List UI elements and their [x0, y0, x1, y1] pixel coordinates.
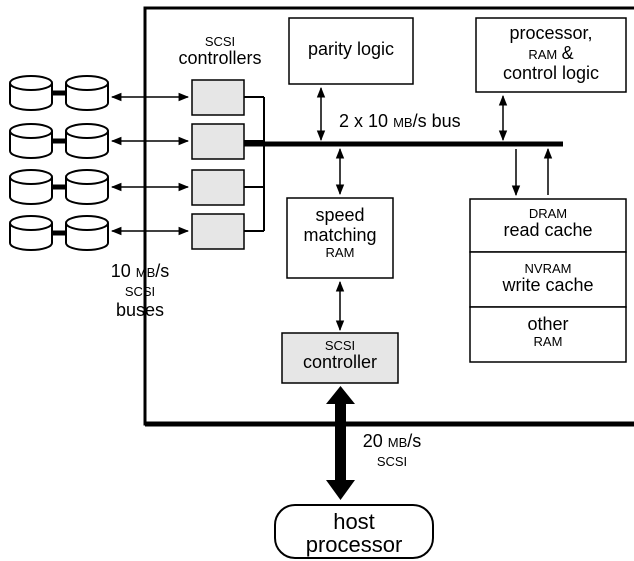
host-processor-label-line2: processor [305, 532, 403, 558]
other-ram-label-line1: other [527, 314, 569, 334]
host-processor-box [274, 504, 434, 559]
processor-label-ram: RAM [528, 46, 558, 62]
controller-bus-links [244, 96, 265, 232]
other-ram-box [469, 306, 627, 363]
scsi-bus-arrows [110, 92, 190, 236]
processor-box [475, 17, 627, 93]
nvram-label: NVRAM write cache [470, 261, 626, 296]
scsi-controllers-label-line2: controllers [178, 48, 262, 69]
host-scsi-controller-label-line1: SCSI [324, 338, 356, 353]
scsi-controller-boxes [191, 79, 245, 250]
scsi-controller-3 [191, 169, 245, 206]
dram-label-line1: DRAM [528, 206, 568, 221]
scsi-controller-2 [191, 123, 245, 160]
nvram-label-line1: NVRAM [524, 261, 572, 276]
processor-label-line1: processor, [509, 23, 593, 43]
scsi-controllers-label: SCSI controllers [170, 34, 270, 69]
host-link-label-line1: 20 MB/s [356, 431, 428, 452]
host-link-label-line2: SCSI [376, 453, 408, 469]
other-ram-label: other RAM [470, 314, 626, 349]
scsi-buses-unit: /s [155, 261, 170, 281]
parity-logic-box [288, 17, 414, 85]
bus-label-unit: /s bus [412, 111, 461, 131]
host-scsi-controller-label-line2: controller [302, 352, 378, 373]
host-link-label: 20 MB/s SCSI [356, 431, 428, 469]
scsi-buses-speed: 10 [110, 261, 131, 281]
scsi-buses-label: 10 MB/s SCSI buses [100, 261, 180, 321]
dram-label-line2: read cache [503, 220, 593, 241]
disk-row-2 [9, 123, 109, 159]
processor-label: processor, RAM & control logic [476, 23, 626, 83]
scsi-buses-label-line1: 10 MB/s [100, 261, 180, 282]
speed-matching-ram-box [286, 197, 394, 279]
bus-arrows [316, 86, 553, 332]
disk-row-4 [9, 215, 109, 251]
scsi-controller-1 [191, 79, 245, 116]
host-scsi-controller-box [281, 332, 399, 384]
host-link-arrow [326, 386, 355, 500]
host-scsi-controller-label: SCSI controller [282, 338, 398, 373]
speed-matching-label-line2: matching [303, 224, 377, 245]
dram-box [469, 198, 627, 253]
dram-label: DRAM read cache [470, 206, 626, 241]
speed-matching-label: speed matching RAM [287, 205, 393, 260]
nvram-box [469, 251, 627, 308]
host-link-unit: /s [407, 431, 422, 451]
speed-matching-label-line1: speed [315, 205, 365, 225]
disk-row-3 [9, 169, 109, 205]
processor-label-amp: & [561, 42, 574, 63]
nvram-label-line2: write cache [502, 275, 594, 296]
other-ram-label-line2: RAM [533, 333, 563, 349]
bus-label: 2 x 10 MB/s bus [339, 111, 461, 132]
scsi-buses-label-line2: SCSI [124, 283, 156, 299]
host-processor-label-line1: host [333, 509, 375, 534]
disk-row-1 [9, 75, 109, 111]
parity-logic-label: parity logic [307, 39, 395, 59]
bus-label-speed: 2 x 10 [339, 111, 389, 131]
processor-label-line2: RAM & [476, 42, 626, 64]
disk-array [9, 75, 109, 251]
host-link-speed: 20 [362, 431, 383, 451]
processor-label-line3: control logic [502, 62, 600, 83]
scsi-buses-mb: MB [135, 265, 156, 280]
scsi-buses-label-line3: buses [115, 300, 165, 321]
scsi-controllers-label-line1: SCSI [204, 34, 236, 49]
bus-label-mb: MB [393, 115, 413, 130]
scsi-controller-4 [191, 213, 245, 250]
host-processor-label: host processor [275, 510, 433, 556]
speed-matching-label-line3: RAM [325, 244, 355, 260]
host-link-mb: MB [387, 435, 408, 450]
